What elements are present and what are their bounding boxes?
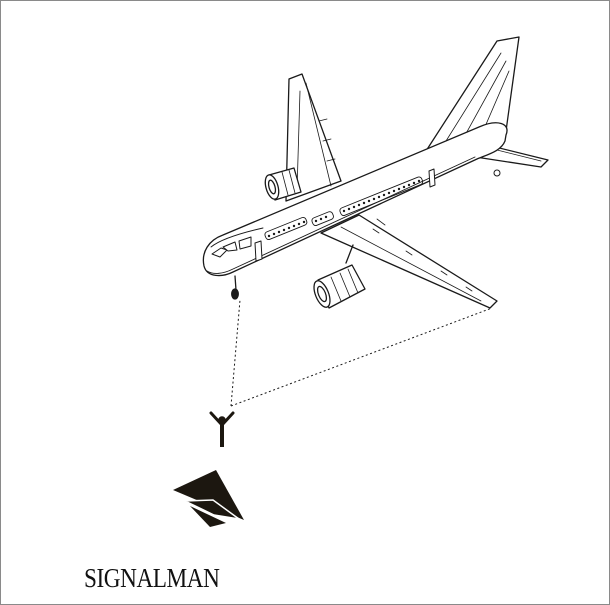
sight-line-to-nose: [231, 300, 240, 406]
nose-gear: [232, 276, 239, 299]
direction-arrow-icon: [173, 470, 244, 527]
caption-label: SIGNALMAN: [84, 563, 219, 594]
lower-engine: [311, 245, 365, 309]
person-arms-raised-icon: [211, 413, 233, 447]
fuselage: [203, 123, 507, 276]
airliner-illustration-icon: [203, 37, 548, 309]
sight-line-to-wingtip: [231, 308, 492, 406]
sight-lines: [231, 300, 492, 406]
